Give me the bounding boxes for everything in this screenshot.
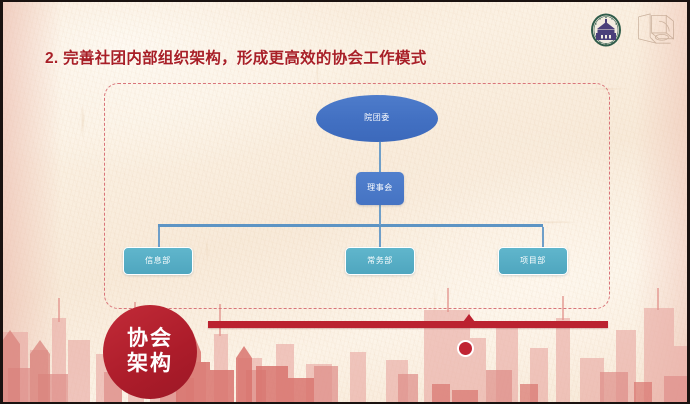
connector-bus-to-dept-2 [542, 227, 544, 247]
timeline-marker-icon [463, 314, 475, 322]
accent-bar [208, 321, 608, 328]
logo-row [590, 11, 678, 49]
org-node-department-1[interactable]: 常务部 [345, 247, 415, 275]
org-node-department-2[interactable]: 项目部 [498, 247, 568, 275]
connector-bus-to-dept-0 [158, 227, 160, 247]
university-seal-logo [591, 13, 621, 47]
org-chart: 院团委 理事会 信息部 常务部 项目部 [104, 83, 608, 307]
org-node-board[interactable]: 理事会 [356, 172, 404, 205]
connector-bus-to-dept-1 [379, 227, 381, 247]
org-chart-panel [104, 83, 610, 309]
section-badge-line-1: 协会 [127, 327, 173, 351]
connector-board-to-bus [379, 205, 381, 225]
section-badge-line-2: 架构 [127, 352, 173, 375]
org-node-department-0[interactable]: 信息部 [123, 247, 193, 275]
timeline-dot-icon [457, 340, 474, 357]
org-node-root[interactable]: 院团委 [316, 95, 438, 142]
association-cube-logo [638, 13, 674, 44]
page-title: 2. 完善社团内部组织架构，形成更高效的协会工作模式 [45, 50, 427, 67]
connector-horizontal-bus [158, 224, 543, 227]
section-badge: 协会 架构 [103, 305, 197, 399]
connector-root-to-board [379, 142, 381, 172]
